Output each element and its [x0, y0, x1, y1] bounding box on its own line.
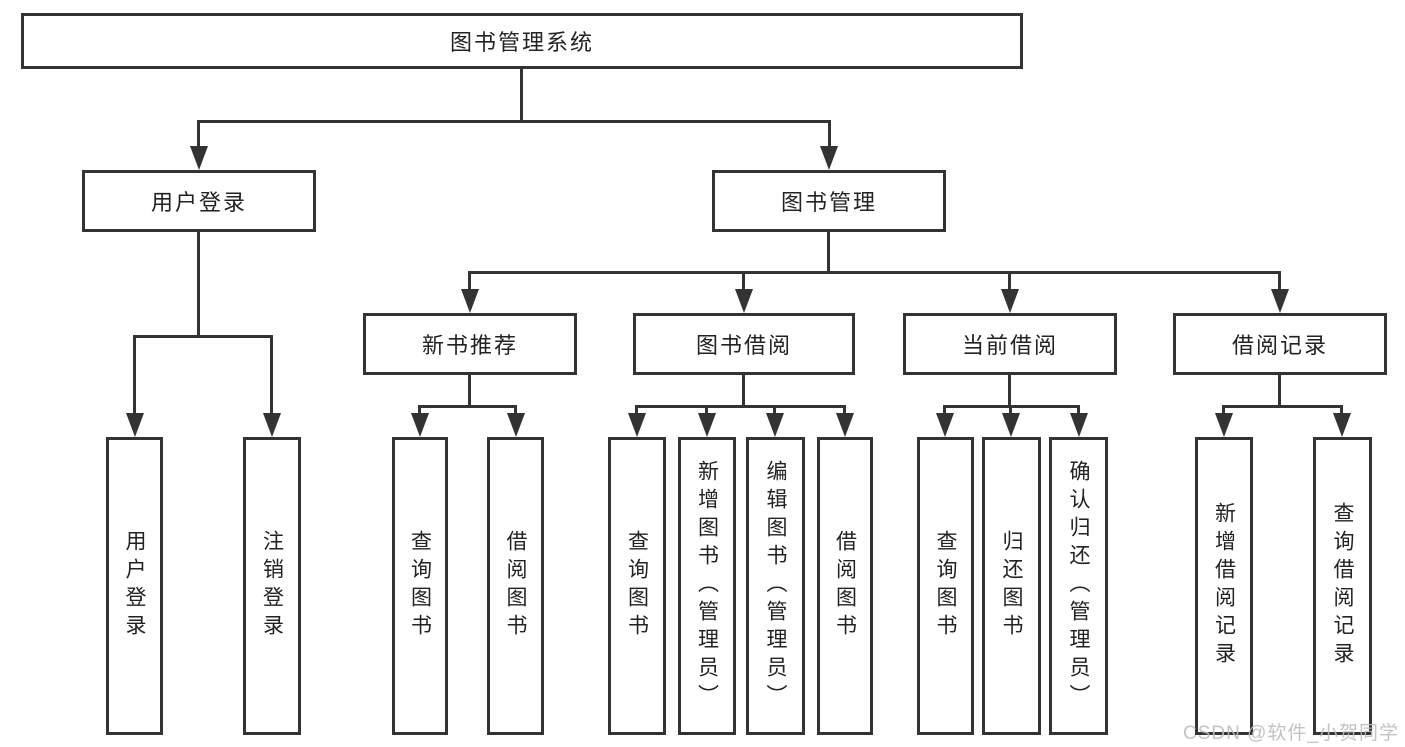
connector-line [1222, 405, 1225, 419]
connector-line [133, 335, 273, 338]
node-label: 图书借阅 [695, 333, 792, 358]
leaf-label: 确认归还（管理员） [1067, 460, 1090, 712]
leaf-label: 编辑图书（管理员） [764, 460, 787, 712]
leaf-query-borrow-record: 查询借阅记录 [1313, 437, 1372, 735]
connector-line [943, 405, 946, 419]
connector-line [514, 405, 517, 419]
connector-line [418, 405, 421, 419]
leaf-label: 查询图书 [408, 530, 432, 642]
leaf-label: 用户登录 [123, 530, 146, 642]
leaf-confirm-return-admin: 确认归还（管理员） [1049, 437, 1108, 735]
arrowhead-down [263, 413, 281, 437]
arrowhead-down [936, 413, 954, 437]
arrowhead-down [507, 413, 525, 437]
connector-line [742, 375, 745, 407]
connector-line [773, 405, 776, 419]
leaf-return-books: 归还图书 [982, 437, 1041, 735]
leaf-query-books-current: 查询图书 [917, 437, 974, 735]
connector-line [944, 405, 1080, 408]
connector-line [1008, 375, 1011, 407]
connector-line [468, 271, 471, 293]
connector-line [197, 232, 200, 337]
connector-line [635, 405, 638, 419]
leaf-label: 新增借阅记录 [1212, 502, 1236, 670]
node-book-borrowing: 图书借阅 [633, 313, 855, 375]
connector-line [843, 405, 846, 419]
leaf-logout: 注销登录 [243, 437, 301, 735]
node-label: 借阅记录 [1231, 333, 1328, 358]
connector-line [198, 120, 831, 123]
leaf-add-borrow-record: 新增借阅记录 [1195, 437, 1253, 735]
node-label: 当前借阅 [961, 333, 1058, 358]
connector-line [197, 120, 200, 150]
leaf-label: 查询图书 [625, 530, 649, 642]
arrowhead-down [190, 146, 208, 170]
leaf-label: 查询图书 [934, 530, 957, 642]
node-label: 图书管理系统 [449, 30, 594, 55]
arrowhead-down [1333, 413, 1351, 437]
node-current-borrowing: 当前借阅 [903, 313, 1117, 375]
connector-line [133, 335, 136, 417]
node-label: 新书推荐 [421, 333, 518, 358]
arrowhead-down [1001, 289, 1019, 313]
leaf-label: 借阅图书 [833, 530, 857, 642]
csdn-watermark: CSDN @软件_小贺同学 [1183, 723, 1399, 744]
arrowhead-down [1215, 413, 1233, 437]
leaf-label: 借阅图书 [504, 530, 527, 642]
connector-line [270, 335, 273, 417]
node-new-book-recommendation: 新书推荐 [363, 313, 577, 375]
connector-line [636, 405, 846, 408]
connector-line [827, 232, 830, 273]
connector-line [1223, 405, 1343, 408]
arrowhead-down [836, 413, 854, 437]
connector-line [520, 68, 523, 122]
connector-line [469, 271, 1280, 274]
arrowhead-down [411, 413, 429, 437]
connector-line [1077, 405, 1080, 419]
connector-line [1278, 375, 1281, 407]
connector-line [705, 405, 708, 419]
leaf-query-books-borrowing: 查询图书 [608, 437, 666, 735]
arrowhead-down [735, 289, 753, 313]
node-user-login: 用户登录 [82, 170, 316, 232]
connector-line [742, 271, 745, 293]
connector-line [1008, 271, 1011, 293]
arrowhead-down [1002, 413, 1020, 437]
leaf-borrow-books-newbooks: 借阅图书 [487, 437, 544, 735]
leaf-label: 归还图书 [1000, 530, 1023, 642]
node-library-management-system: 图书管理系统 [21, 13, 1023, 69]
connector-line [828, 120, 831, 150]
connector-line [468, 375, 471, 407]
connector-line [419, 405, 517, 408]
arrowhead-down [766, 413, 784, 437]
leaf-add-books-admin: 新增图书（管理员） [678, 437, 736, 735]
leaf-label: 注销登录 [260, 530, 284, 642]
arrowhead-down [461, 289, 479, 313]
node-book-management: 图书管理 [712, 170, 946, 232]
arrowhead-down [698, 413, 716, 437]
leaf-borrow-books-borrowing: 借阅图书 [817, 437, 873, 735]
leaf-label: 查询借阅记录 [1331, 502, 1354, 670]
connector-line [1278, 271, 1281, 293]
node-label: 用户登录 [150, 190, 247, 215]
leaf-label: 新增图书（管理员） [695, 460, 719, 712]
arrowhead-down [820, 146, 838, 170]
node-label: 图书管理 [780, 190, 877, 215]
connector-line [1340, 405, 1343, 419]
arrowhead-down [1271, 289, 1289, 313]
arrowhead-down [126, 413, 144, 437]
leaf-edit-books-admin: 编辑图书（管理员） [746, 437, 805, 735]
arrowhead-down [628, 413, 646, 437]
leaf-user-login: 用户登录 [106, 437, 163, 735]
arrowhead-down [1070, 413, 1088, 437]
node-borrowing-records: 借阅记录 [1173, 313, 1387, 375]
leaf-query-books-newbooks: 查询图书 [392, 437, 448, 735]
connector-line [1009, 405, 1012, 419]
